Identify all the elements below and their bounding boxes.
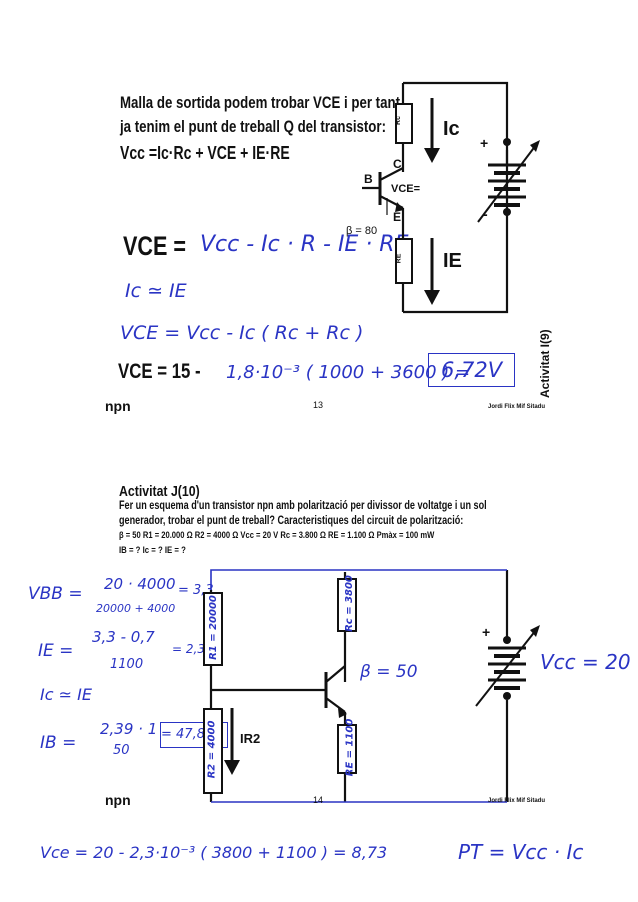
ie-current-label: IE <box>443 250 462 272</box>
footer-credit-page2: Jordi Flix Mif Sitadu <box>488 798 546 804</box>
ic-approx-ie-page2: Ic ≃ IE <box>40 685 92 704</box>
ib-numerator: 2,39 · 1 <box>100 720 158 738</box>
collector-label: C <box>393 157 402 171</box>
power-formula: PT = Vcc · Ic <box>458 840 584 864</box>
intro-line-2: ja tenim el punt de treball Q del transi… <box>120 117 386 136</box>
battery-plus-page1: + <box>480 135 489 151</box>
intro-line-1: Malla de sortida podem trobar VCE i per … <box>120 93 400 112</box>
ic-approx-ie: Ic ≃ IE <box>125 280 187 302</box>
ir2-current-label: IR2 <box>240 731 261 746</box>
rc-resistor-page1: Rc <box>395 103 413 144</box>
activity-title: Activitat J(10) <box>119 483 200 500</box>
vce-final-handwritten: 1,8·10⁻³ ( 1000 + 3600 ) = <box>226 362 471 383</box>
vce-handwritten-formula-2: VCE = Vcc - Ic ( Rc + Rc ) <box>120 322 364 344</box>
rc-resistor-label-page2: Rc = 3800 <box>343 575 355 632</box>
page-number-14: 14 <box>313 795 324 805</box>
ie-label: IE = <box>38 641 74 661</box>
emitter-label: E <box>393 210 402 224</box>
npn-label-page2: npn <box>105 792 131 808</box>
ib-denominator: 50 <box>113 743 130 758</box>
r1-resistor-label: R1 = 20000 <box>207 595 219 660</box>
r2-resistor-label: R2 = 4000 <box>206 720 218 779</box>
unknowns-line: IB = ? Ic = ? IE = ? <box>119 545 186 556</box>
vbb-numerator: 20 · 4000 <box>104 575 176 593</box>
ic-current-label: Ic <box>443 118 460 140</box>
circuit-parameters: β = 50 R1 = 20.000 Ω R2 = 4000 Ω Vcc = 2… <box>119 530 435 541</box>
vce-bottom-calculation: Vce = 20 - 2,3·10⁻³ ( 3800 + 1100 ) = 8,… <box>40 843 388 862</box>
beta-label-page1: β = 80 <box>346 225 378 237</box>
vce-handwritten-formula: Vcc - Ic · R - IE · RE <box>200 232 409 257</box>
output-loop-equation: Vcc =Ic·Rc + VCE + IE·RE <box>120 143 290 163</box>
ie-result: = 2,36 <box>172 642 213 656</box>
npn-label-page1: npn <box>105 398 131 414</box>
base-label: B <box>364 172 373 186</box>
re-resistor-page1: RE <box>395 238 413 284</box>
description-line-2: generador, trobar el punt de treball? Ca… <box>119 515 464 527</box>
vce-label: VCE = <box>123 231 187 261</box>
description-line-1: Fer un esquema d'un transistor npn amb p… <box>119 500 487 512</box>
ie-numerator: 3,3 - 0,7 <box>92 628 155 646</box>
vce-circuit-label: VCE= <box>391 183 421 195</box>
beta-label-page2: β = 50 <box>360 662 418 682</box>
ie-denominator: 1100 <box>110 657 144 672</box>
vce-final-prefix: VCE = 15 - <box>118 360 201 383</box>
re-resistor-page2: RE = 1100 <box>337 719 357 776</box>
battery-plus-page2: + <box>482 624 491 640</box>
vbb-denominator: 20000 + 4000 <box>96 602 176 615</box>
r2-resistor: R2 = 4000 <box>203 708 223 794</box>
r1-resistor: R1 = 20000 <box>203 592 223 666</box>
footer-credit-page1: Jordi Flix Mif Sitadu <box>488 404 546 410</box>
page-number-13: 13 <box>313 400 324 410</box>
vbb-label: VBB = <box>28 584 83 604</box>
rc-resistor-page2: Rc = 3800 <box>337 575 357 632</box>
battery-minus-page1: - <box>483 206 488 222</box>
vcc-label-page2: Vcc = 20 <box>540 650 631 674</box>
re-resistor-label-page2: RE = 1100 <box>344 718 356 777</box>
vce-result-box: 6,72V <box>428 353 515 387</box>
ib-label: IB = <box>40 733 77 753</box>
